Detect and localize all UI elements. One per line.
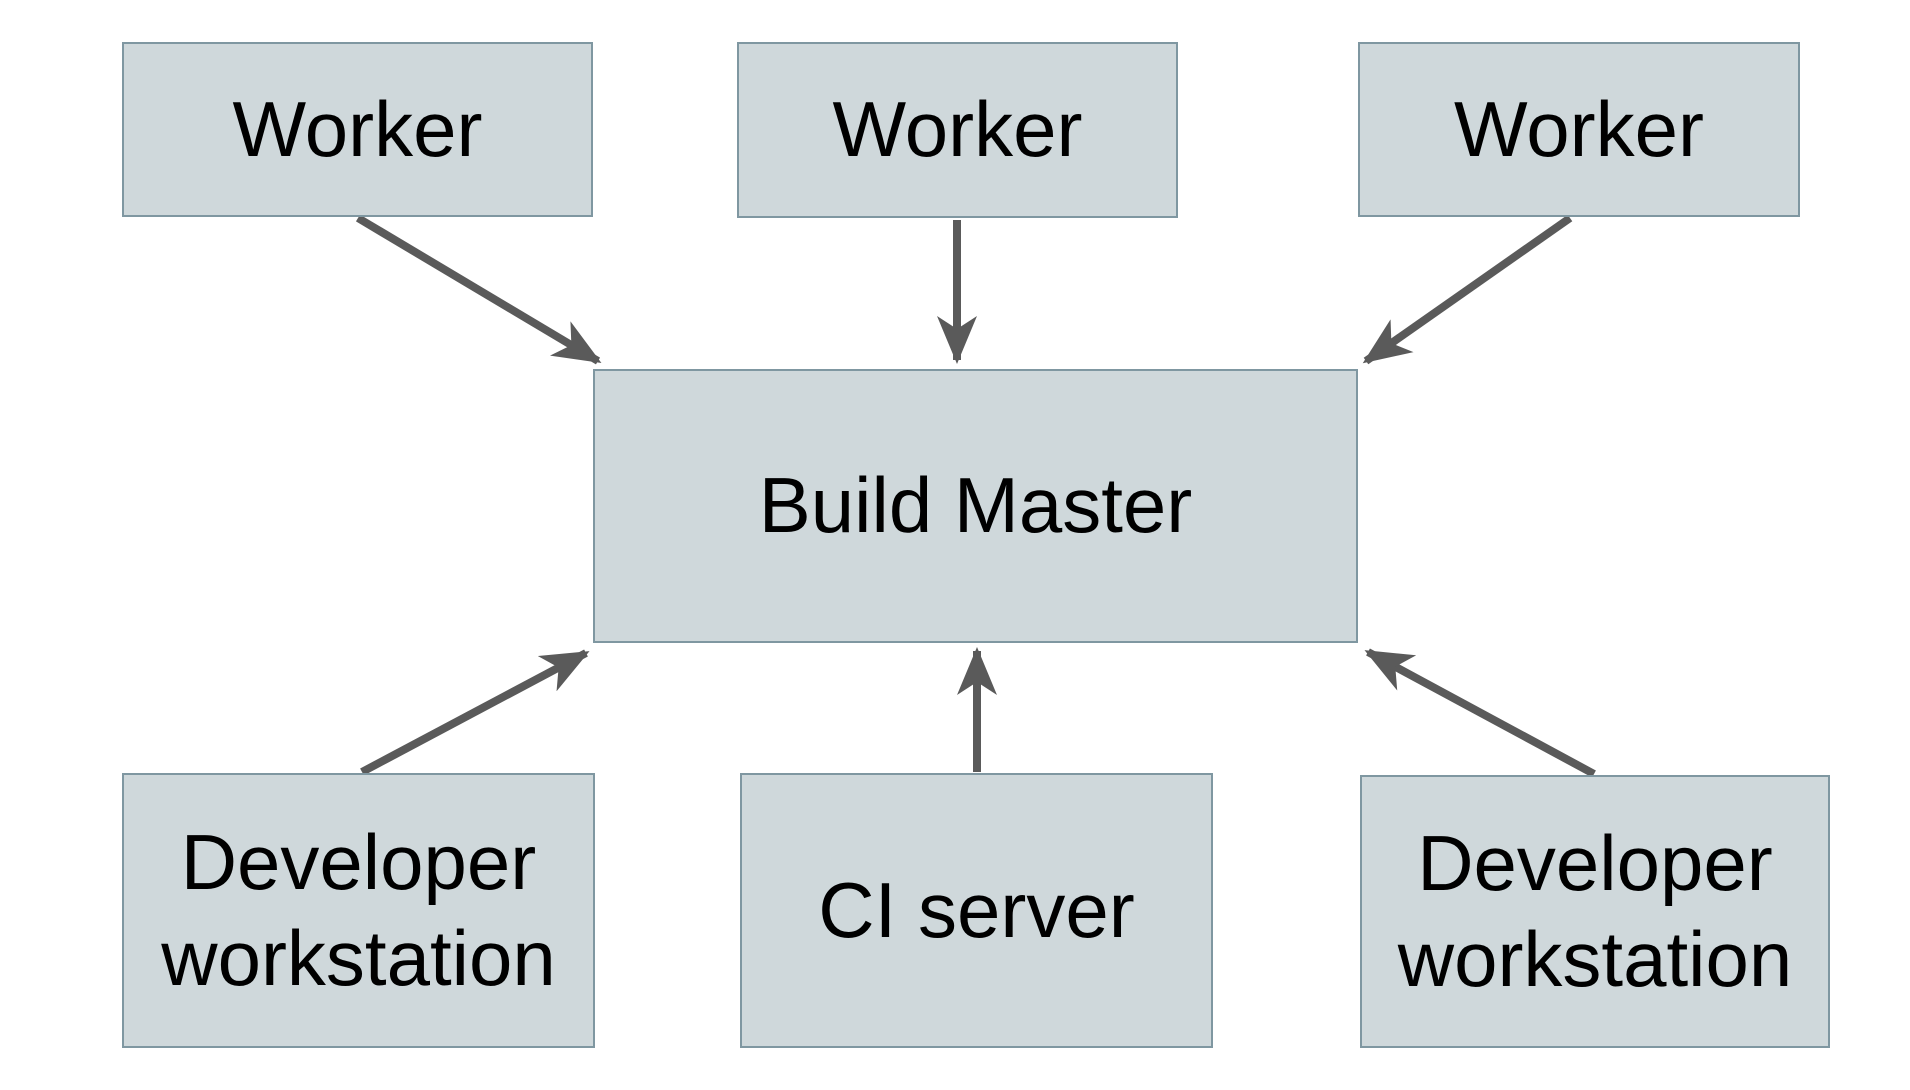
node-worker-1: Worker — [122, 42, 593, 217]
arrow-worker-1-to-build-master — [355, 214, 602, 365]
arrow-worker-3-to-build-master — [1362, 214, 1573, 365]
arrow-developer-workstation-left-to-build-master — [360, 649, 590, 776]
node-developer-workstation-right-label: Developer workstation — [1397, 819, 1793, 1003]
node-ci-server: CI server — [740, 773, 1213, 1048]
node-worker-3: Worker — [1358, 42, 1800, 217]
node-worker-1-label: Worker — [232, 84, 483, 173]
arrow-developer-workstation-right-to-build-master — [1364, 648, 1596, 778]
node-worker-2-label: Worker — [832, 85, 1083, 174]
node-developer-workstation-left: Developer workstation — [122, 773, 595, 1048]
node-worker-3-label: Worker — [1454, 84, 1704, 173]
node-worker-2: Worker — [737, 42, 1178, 218]
node-build-master: Build Master — [593, 369, 1358, 643]
node-ci-server-label: CI server — [818, 865, 1135, 954]
node-build-master-label: Build Master — [758, 461, 1193, 550]
node-developer-workstation-right: Developer workstation — [1360, 775, 1830, 1048]
node-developer-workstation-left-label: Developer workstation — [161, 818, 556, 1002]
